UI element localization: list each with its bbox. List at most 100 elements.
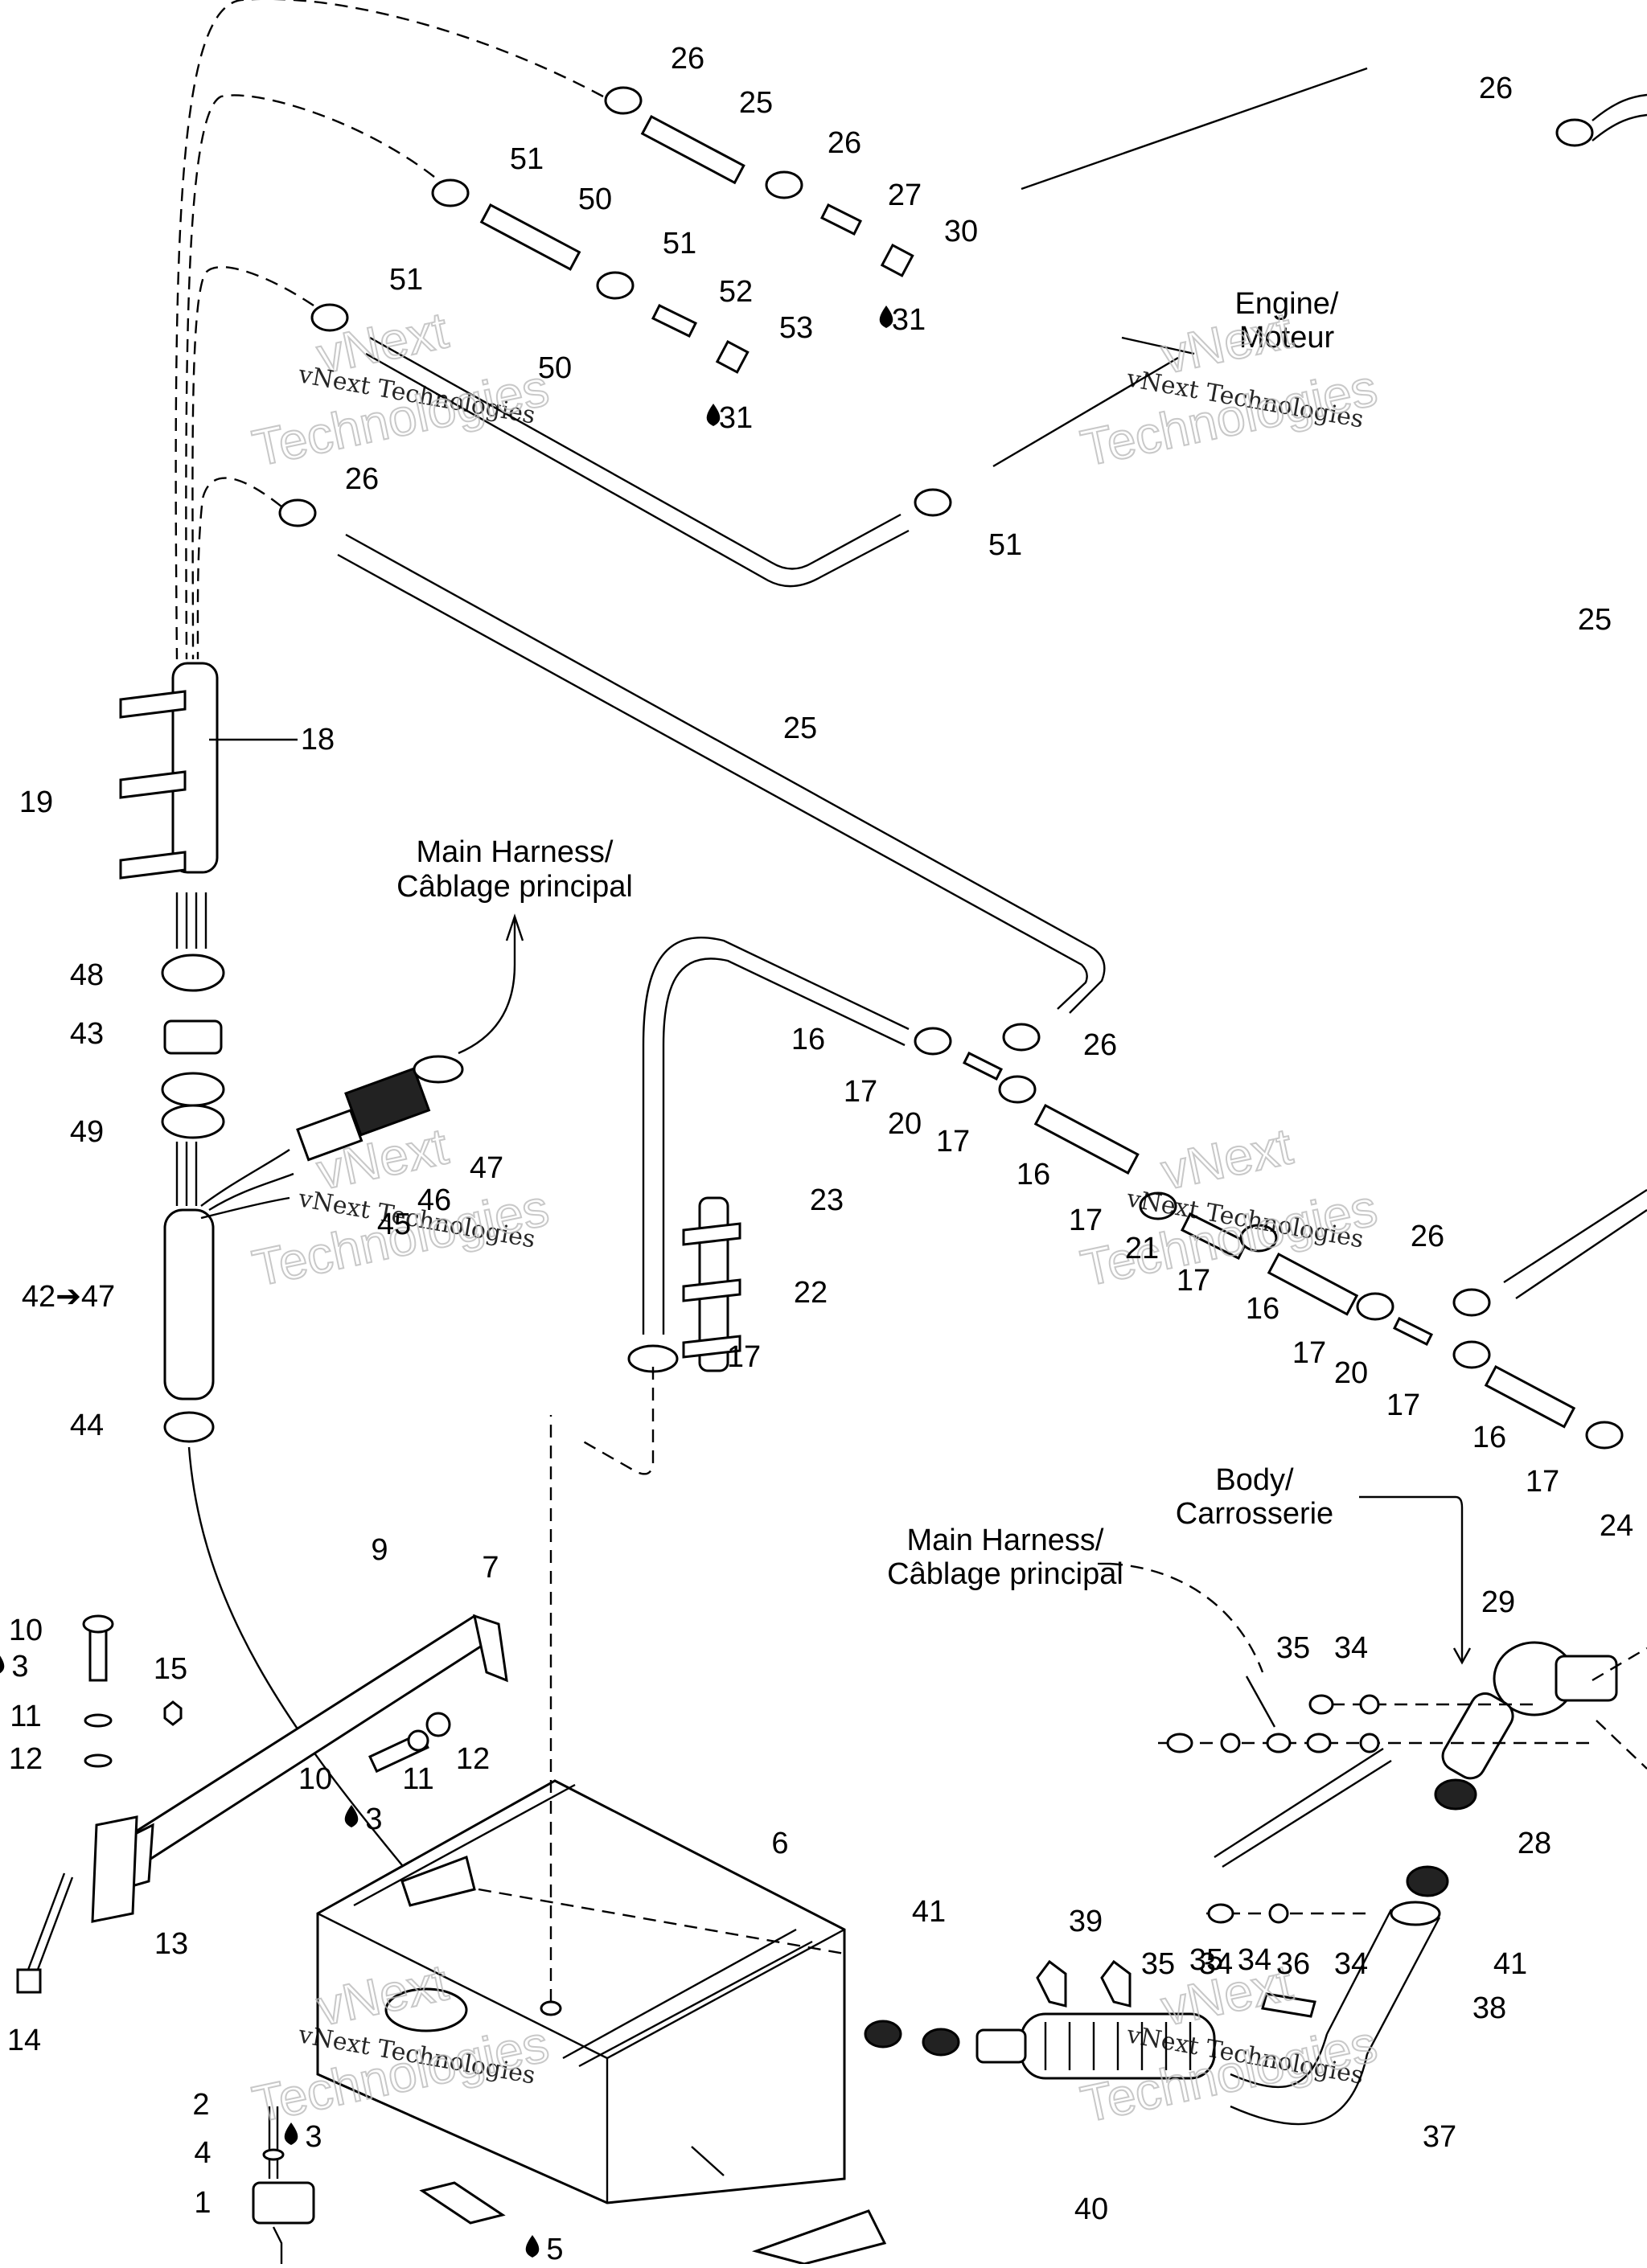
callout-11: 11 <box>402 1762 433 1796</box>
callout-53: 53 <box>779 311 813 345</box>
drop-icon <box>706 404 721 426</box>
callout-39: 39 <box>1069 1905 1103 1938</box>
hose-upper-right <box>1555 93 1647 147</box>
caption-engine-line-1: Engine/ <box>1235 287 1339 321</box>
callout-25: 25 <box>783 712 817 745</box>
caption-main-harness-2-line-1: Main Harness/ <box>907 1524 1104 1557</box>
callout-47: 47 <box>470 1151 503 1185</box>
callout-35: 35 <box>1141 1947 1175 1981</box>
caption-leaders <box>1098 1495 1472 1673</box>
callout-34: 34 <box>1199 1947 1233 1981</box>
callout-40: 40 <box>1074 2192 1108 2226</box>
drop-icon <box>879 306 893 328</box>
callout-17: 17 <box>1069 1204 1103 1237</box>
drop-icon <box>0 1655 5 1674</box>
watermark-2-bottom: Technologies <box>1076 359 1382 478</box>
callout-25: 25 <box>1578 603 1612 637</box>
callout-5: 5 <box>546 2233 563 2264</box>
callout-34: 34 <box>1238 1943 1271 1977</box>
callout-17: 17 <box>1292 1336 1326 1370</box>
filler-neck <box>864 1641 1647 2126</box>
callout-16: 16 <box>791 1023 825 1056</box>
drop-icon <box>284 2122 298 2145</box>
callout-29: 29 <box>1481 1585 1515 1619</box>
callout-35: 35 <box>1276 1631 1310 1665</box>
callout-46: 46 <box>417 1183 451 1217</box>
callout-51: 51 <box>389 263 423 297</box>
callout-17: 17 <box>1526 1465 1559 1499</box>
fuel-line-path-outer <box>175 0 604 660</box>
callout-24: 24 <box>1600 1509 1633 1543</box>
callout-48: 48 <box>70 958 104 992</box>
callout-12: 12 <box>456 1742 490 1776</box>
callout-21: 21 <box>1125 1232 1159 1265</box>
callout-18: 18 <box>301 723 335 757</box>
callout-51: 51 <box>663 227 696 260</box>
callout-42-47: 42➔47 <box>22 1280 115 1314</box>
callout-26: 26 <box>1479 72 1513 105</box>
callout-14: 14 <box>7 2024 41 2057</box>
caption-engine-line-2: Moteur <box>1239 321 1335 355</box>
caption-engine: Engine/ Moteur <box>1235 287 1339 355</box>
hardware-34-35-36 <box>1158 1675 1592 1924</box>
callout-22: 22 <box>794 1276 828 1310</box>
callout-44: 44 <box>70 1409 104 1442</box>
callout-28: 28 <box>1518 1827 1551 1860</box>
callout-34: 34 <box>1334 1947 1368 1981</box>
fuel-line-path-3 <box>191 266 314 660</box>
callout-19: 19 <box>19 785 53 819</box>
callout-15: 15 <box>154 1652 187 1686</box>
hose-25-top <box>604 86 914 277</box>
fuel-line-path-4 <box>196 477 282 660</box>
callout-11: 11 <box>10 1700 41 1733</box>
watermark-1-bottom: Technologies <box>248 359 553 478</box>
connector-47 <box>200 913 524 1220</box>
watermark-2: vNext vNext Technologies Technologies <box>1075 300 1382 478</box>
callout-52: 52 <box>719 275 753 309</box>
hose-loop-16 <box>578 936 910 1475</box>
hose-50-long <box>310 67 1368 588</box>
callout-41: 41 <box>912 1895 946 1929</box>
callout-26: 26 <box>828 126 861 160</box>
callout-3: 3 <box>11 1650 28 1684</box>
callout-7: 7 <box>482 1551 499 1585</box>
callout-3: 3 <box>305 2120 322 2154</box>
watermark-4-bottom: Technologies <box>1076 1179 1382 1298</box>
callout-30: 30 <box>944 215 978 248</box>
callout-35: 35 <box>1189 1943 1223 1977</box>
watermark-4-top: vNext <box>1156 1117 1297 1200</box>
fuel-line-path-2 <box>185 94 435 660</box>
callout-51: 51 <box>988 528 1022 562</box>
callout-50: 50 <box>538 351 572 385</box>
callout-2: 2 <box>192 2088 209 2122</box>
caption-body-line-1: Body/ <box>1215 1463 1294 1497</box>
caption-main-harness-2: Main Harness/ Câblage principal <box>887 1524 1123 1591</box>
callout-27: 27 <box>888 178 922 212</box>
watermark-1: vNext vNext Technologies Technologies <box>247 300 554 478</box>
callout-20: 20 <box>888 1107 922 1141</box>
drop-icon <box>525 2235 540 2258</box>
callout-16: 16 <box>1246 1292 1279 1326</box>
hose-50-group <box>431 178 750 374</box>
callout-45: 45 <box>377 1208 411 1241</box>
callout-12: 12 <box>9 1742 43 1776</box>
callout-6: 6 <box>771 1827 788 1860</box>
callout-26: 26 <box>345 462 379 496</box>
callout-20: 20 <box>1334 1356 1368 1390</box>
caption-main-harness-2-line-2: Câblage principal <box>887 1557 1123 1591</box>
fuel-pump-column <box>119 662 446 2059</box>
callout-25: 25 <box>739 86 773 120</box>
callout-labels: 2625262730315150515253315150265126251819… <box>0 42 1633 2266</box>
caption-main-harness-1-line-2: Câblage principal <box>396 870 633 904</box>
callout-17: 17 <box>936 1125 970 1159</box>
bracket-9 <box>16 1614 508 1994</box>
callout-31: 31 <box>719 401 753 435</box>
callout-3: 3 <box>365 1803 382 1836</box>
callout-9: 9 <box>371 1533 388 1567</box>
caption-main-harness-1-line-1: Main Harness/ <box>417 835 614 869</box>
callout-4: 4 <box>194 2136 211 2170</box>
callout-17: 17 <box>1177 1264 1210 1298</box>
caption-main-harness-1: Main Harness/ Câblage principal <box>396 835 633 904</box>
fuel-tank-6 <box>272 1415 887 2266</box>
